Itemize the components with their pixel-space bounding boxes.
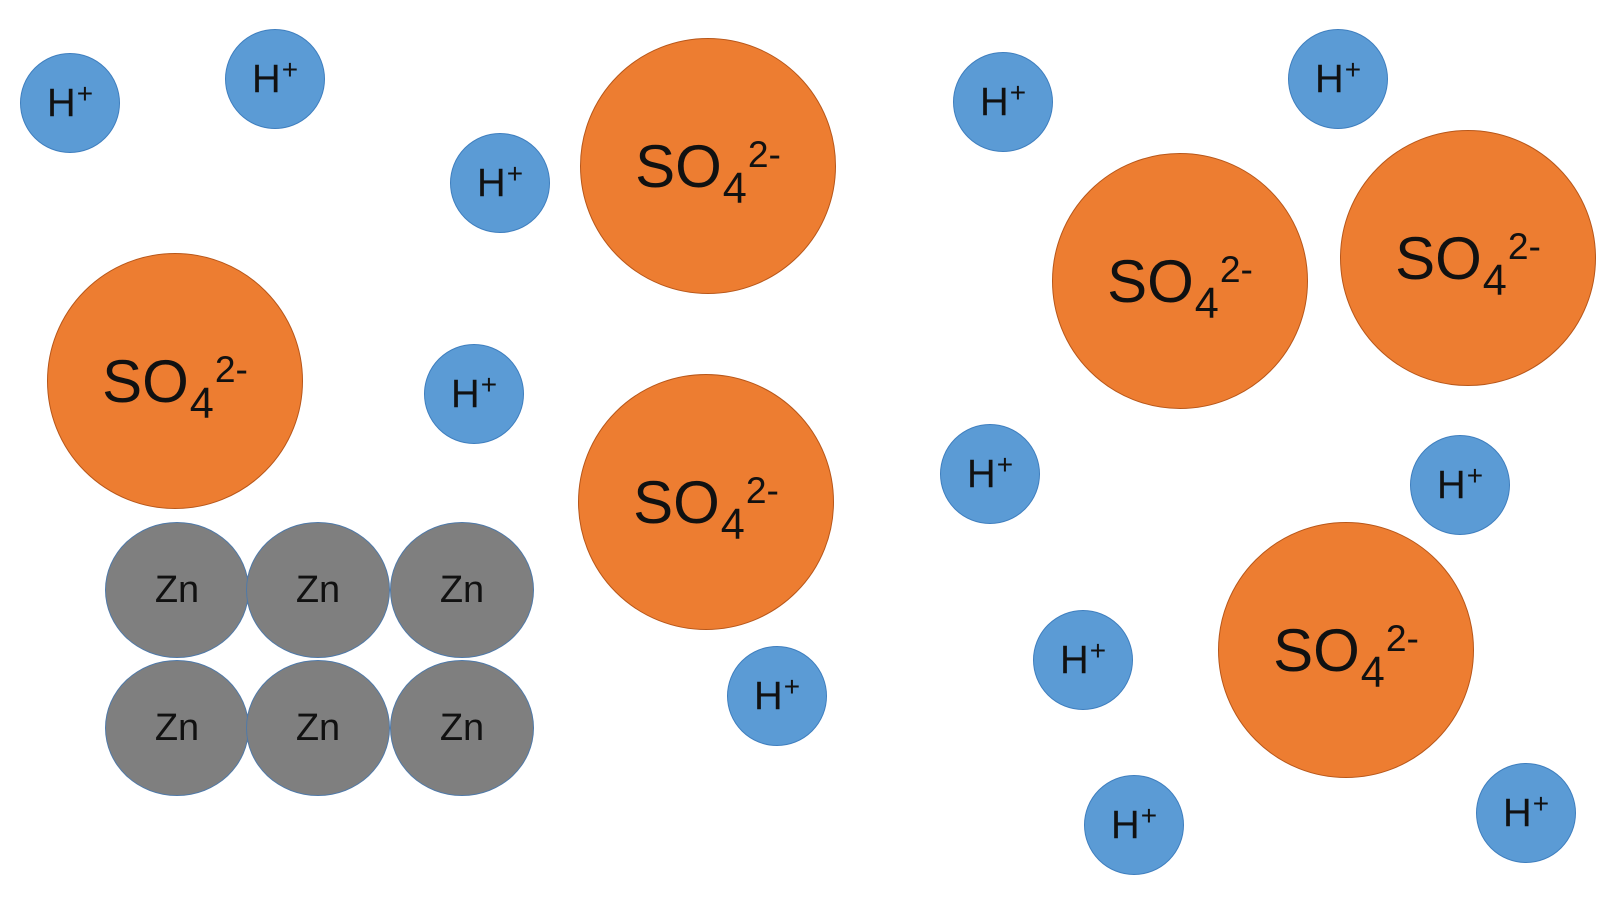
- sulfate-symbol: SO: [102, 347, 189, 415]
- hydrogen-label: H+: [450, 368, 498, 417]
- sulfate-subscript: 4: [189, 379, 214, 428]
- zinc-atom: Zn: [246, 522, 390, 658]
- sulfate-label: SO42-: [633, 468, 779, 549]
- zinc-atom: Zn: [246, 660, 390, 796]
- hydrogen-symbol: H: [1110, 802, 1140, 847]
- sulfate-subscript: 4: [1482, 256, 1507, 305]
- sulfate-label: SO42-: [635, 132, 781, 213]
- hydrogen-charge: +: [783, 670, 801, 702]
- sulfate-symbol: SO: [1107, 247, 1194, 315]
- hydrogen-ion: H+: [450, 133, 550, 233]
- sulfate-subscript: 4: [722, 164, 747, 213]
- sulfate-charge: 2-: [1507, 225, 1541, 268]
- hydrogen-charge: +: [996, 448, 1014, 480]
- hydrogen-symbol: H: [1502, 790, 1532, 835]
- hydrogen-symbol: H: [450, 371, 480, 416]
- zinc-atom: Zn: [390, 522, 534, 658]
- hydrogen-ion: H+: [953, 52, 1053, 152]
- sulfate-symbol: SO: [635, 132, 722, 200]
- sulfate-symbol: SO: [1395, 224, 1482, 292]
- sulfate-subscript: 4: [1360, 648, 1385, 697]
- hydrogen-label: H+: [251, 53, 299, 102]
- sulfate-label: SO42-: [1273, 616, 1419, 697]
- sulfate-charge: 2-: [214, 348, 248, 391]
- zinc-symbol: Zn: [295, 706, 341, 749]
- hydrogen-charge: +: [506, 157, 524, 189]
- hydrogen-symbol: H: [1059, 637, 1089, 682]
- hydrogen-ion: H+: [940, 424, 1040, 524]
- hydrogen-ion: H+: [1476, 763, 1576, 863]
- zinc-symbol: Zn: [439, 706, 485, 749]
- hydrogen-ion: H+: [20, 53, 120, 153]
- hydrogen-symbol: H: [476, 160, 506, 205]
- hydrogen-ion: H+: [1084, 775, 1184, 875]
- zinc-atom: Zn: [105, 660, 249, 796]
- zinc-atom: Zn: [105, 522, 249, 658]
- hydrogen-charge: +: [281, 53, 299, 85]
- zinc-atom: Zn: [390, 660, 534, 796]
- zinc-symbol: Zn: [154, 568, 200, 611]
- sulfate-ion: SO42-: [1052, 153, 1308, 409]
- sulfate-ion: SO42-: [580, 38, 836, 294]
- zinc-symbol: Zn: [439, 568, 485, 611]
- hydrogen-label: H+: [1314, 53, 1362, 102]
- hydrogen-label: H+: [966, 448, 1014, 497]
- hydrogen-charge: +: [1009, 76, 1027, 108]
- sulfate-ion: SO42-: [1340, 130, 1596, 386]
- zinc-symbol: Zn: [295, 568, 341, 611]
- sulfate-ion: SO42-: [47, 253, 303, 509]
- sulfate-charge: 2-: [747, 133, 781, 176]
- sulfate-symbol: SO: [633, 468, 720, 536]
- hydrogen-charge: +: [1344, 53, 1362, 85]
- hydrogen-symbol: H: [966, 451, 996, 496]
- hydrogen-label: H+: [1110, 799, 1158, 848]
- hydrogen-charge: +: [480, 368, 498, 400]
- sulfate-charge: 2-: [745, 469, 779, 512]
- hydrogen-label: H+: [476, 157, 524, 206]
- hydrogen-ion: H+: [225, 29, 325, 129]
- hydrogen-symbol: H: [251, 56, 281, 101]
- hydrogen-charge: +: [1140, 799, 1158, 831]
- sulfate-label: SO42-: [1395, 224, 1541, 305]
- sulfate-subscript: 4: [1194, 279, 1219, 328]
- hydrogen-label: H+: [46, 77, 94, 126]
- sulfate-charge: 2-: [1219, 248, 1253, 291]
- hydrogen-symbol: H: [979, 79, 1009, 124]
- sulfate-ion: SO42-: [578, 374, 834, 630]
- sulfate-symbol: SO: [1273, 616, 1360, 684]
- hydrogen-label: H+: [753, 670, 801, 719]
- hydrogen-charge: +: [1089, 634, 1107, 666]
- hydrogen-charge: +: [1532, 787, 1550, 819]
- hydrogen-symbol: H: [1314, 56, 1344, 101]
- hydrogen-label: H+: [1502, 787, 1550, 836]
- hydrogen-label: H+: [1059, 634, 1107, 683]
- hydrogen-symbol: H: [1436, 462, 1466, 507]
- hydrogen-ion: H+: [424, 344, 524, 444]
- sulfate-ion: SO42-: [1218, 522, 1474, 778]
- hydrogen-ion: H+: [1410, 435, 1510, 535]
- hydrogen-label: H+: [1436, 459, 1484, 508]
- hydrogen-ion: H+: [1288, 29, 1388, 129]
- hydrogen-ion: H+: [1033, 610, 1133, 710]
- hydrogen-symbol: H: [753, 673, 783, 718]
- hydrogen-ion: H+: [727, 646, 827, 746]
- sulfate-subscript: 4: [720, 500, 745, 549]
- hydrogen-charge: +: [76, 77, 94, 109]
- hydrogen-label: H+: [979, 76, 1027, 125]
- hydrogen-symbol: H: [46, 80, 76, 125]
- hydrogen-charge: +: [1466, 459, 1484, 491]
- sulfate-charge: 2-: [1385, 617, 1419, 660]
- sulfate-label: SO42-: [102, 347, 248, 428]
- zinc-symbol: Zn: [154, 706, 200, 749]
- sulfate-label: SO42-: [1107, 247, 1253, 328]
